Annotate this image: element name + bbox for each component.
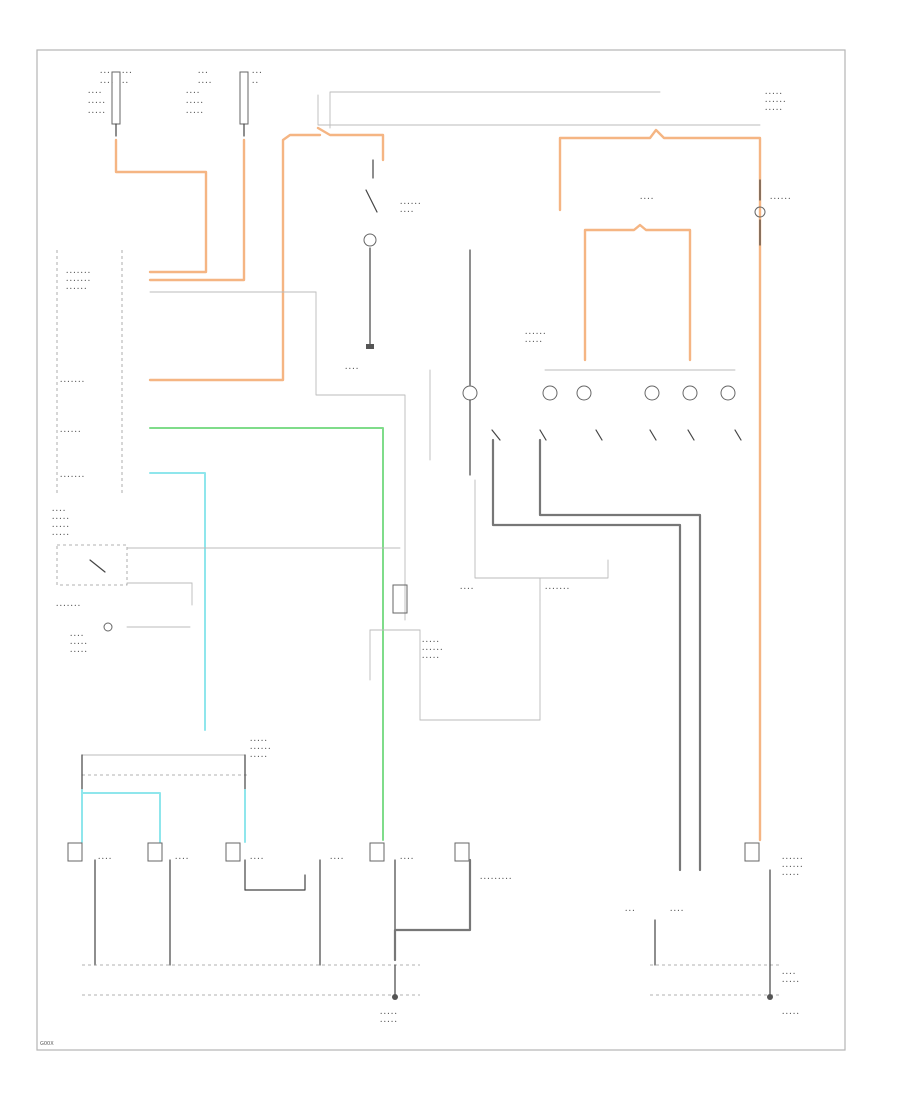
svg-text:• • • • • •: • • • • • • [250,746,271,751]
svg-text:• • • • • •: • • • • • • [782,864,803,869]
svg-text:• • • •: • • • • [250,856,263,861]
lower-switch-bank: • • • • • • • • • • • • • • • • • • • • … [67,842,511,966]
svg-text:• • • • •: • • • • • [525,339,542,344]
svg-text:• •: • • [122,80,128,85]
wire-gray-center [474,479,609,601]
door-switch-right: • • • • • • • • • • • • • • • • [754,91,786,246]
diagram-border [36,49,846,1051]
svg-text:• • • • • •: • • • • • • [782,856,803,861]
lamp-group-right: • • • • • • • • • • • • • • • • • • • • … [429,196,791,476]
ground-bus-right: • • • • • • • • • • • • • • • • • • • • … [625,842,803,1016]
svg-text:• • • • • •: • • • • • • [765,99,786,104]
svg-text:• • • • • •: • • • • • • [525,331,546,336]
svg-text:• • • • •: • • • • • [186,110,203,115]
wire-orange-mid [583,223,692,362]
svg-text:• • • • •: • • • • • [70,649,87,654]
svg-text:• • • • •: • • • • • [70,641,87,646]
svg-text:• • • •: • • • • [175,856,188,861]
svg-text:• • • •: • • • • [345,366,358,371]
wire-gray-top [317,91,761,129]
svg-text:• • •: • • • [122,70,132,75]
svg-text:• • • • •: • • • • • [782,872,799,877]
svg-text:• • • • • •: • • • • • • [66,286,87,291]
svg-text:• • • •: • • • • [460,586,473,591]
svg-text:• • •: • • • [252,70,262,75]
svg-text:• • • •: • • • • [400,209,413,214]
svg-text:• • • •: • • • • [198,80,211,85]
svg-text:• • • • • • •: • • • • • • • [60,474,84,479]
svg-text:• • • • • • •: • • • • • • • [545,586,569,591]
footer-code: G00X [40,1041,54,1047]
svg-text:• • • • • •: • • • • • • [60,429,81,434]
svg-text:• • • • • •: • • • • • • [422,647,443,652]
svg-text:• • •: • • • [198,70,208,75]
svg-text:• • • •: • • • • [640,196,653,201]
svg-text:• • • •: • • • • [186,90,199,95]
svg-text:• • • • • • •: • • • • • • • [66,270,90,275]
svg-text:• • • •: • • • • [88,90,101,95]
switch-module-left: • • • • • • • • • • • • • • • • • • • • … [56,544,401,654]
svg-text:• • • • •: • • • • • [380,1011,397,1016]
svg-text:• • • • •: • • • • • [765,107,782,112]
svg-text:• • •: • • • [100,70,110,75]
svg-text:• • • • • •: • • • • • • [400,201,421,206]
wire-light-blue [149,472,206,731]
svg-text:• • • • •: • • • • • [250,738,267,743]
ground-bus-left: • • • • • • • • • • [82,964,420,1024]
svg-text:• • • •: • • • • [782,971,795,976]
fuse-block-left-1: • • • • • • • • • • • • • • • • • • • • • … [88,70,132,137]
svg-text:• • • • •: • • • • • [88,100,105,105]
svg-text:• • • • •: • • • • • [52,516,69,521]
door-switch-center: • • • • • • • • • • • • • • [345,159,421,371]
wire-gray-bcm-2 [315,291,406,621]
svg-text:• • • •: • • • • [100,80,113,85]
wire-orange-3 [148,133,322,382]
svg-text:• • • • • •: • • • • • • [770,196,791,201]
svg-text:• • • • • • •: • • • • • • • [60,379,84,384]
svg-text:• • • • •: • • • • • [52,532,69,537]
svg-text:• • • •: • • • • [52,508,65,513]
svg-text:• • •: • • • [625,908,635,913]
svg-text:• • • • • • • • •: • • • • • • • • • [480,876,511,881]
svg-text:• • • • •: • • • • • [782,1011,799,1016]
fuse-block-left-2: • • • • • • • • • • • • • • • • • • • • • … [186,70,262,137]
svg-text:• • • •: • • • • [98,856,111,861]
wire-dark-gray-1 [491,438,682,872]
svg-text:• • • •: • • • • [70,633,83,638]
wire-orange-top [316,126,385,162]
lower-bus-bar: • • • • • • • • • • • • • • • • [81,738,271,791]
svg-text:• • • •: • • • • [400,856,413,861]
svg-text:• • • • • • •: • • • • • • • [66,278,90,283]
svg-text:• • • • •: • • • • • [422,655,439,660]
svg-text:• • • • •: • • • • • [250,754,267,759]
svg-text:• • • • •: • • • • • [186,100,203,105]
svg-text:• •: • • [252,80,258,85]
relay-connector-center: • • • • • • • • • • • • • • • • [369,584,541,721]
wire-orange-1 [114,138,208,274]
svg-text:• • • • •: • • • • • [782,979,799,984]
svg-text:• • • •: • • • • [330,856,343,861]
wire-light-blue-lower [81,789,246,843]
svg-text:• • • • •: • • • • • [422,639,439,644]
svg-text:• • • • •: • • • • • [765,91,782,96]
wire-orange-right [558,128,762,842]
wire-green [149,427,384,841]
body-control-module: • • • • • • • • • • • • • • • • • • • • … [52,250,123,537]
wire-dark-gray-2 [538,438,702,872]
svg-text:• • • • •: • • • • • [52,524,69,529]
svg-text:• • • • • • •: • • • • • • • [56,603,80,608]
svg-text:• • • •: • • • • [670,908,683,913]
svg-text:• • • • •: • • • • • [380,1019,397,1024]
svg-text:• • • • •: • • • • • [88,110,105,115]
wire-orange-2 [148,138,246,282]
